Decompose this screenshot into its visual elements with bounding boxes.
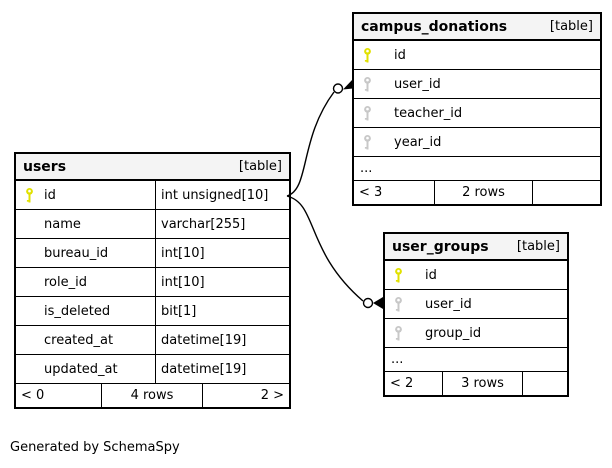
column-type: varchar[255] xyxy=(161,216,246,232)
column-name: id xyxy=(394,47,406,63)
footer-related-left: < 3 xyxy=(354,181,435,204)
column-name: created_at xyxy=(44,332,114,348)
column-name-cell: role_id xyxy=(16,268,156,296)
foreign-key-icon xyxy=(362,105,394,122)
column-row-is_deleted: is_deleted bit[1] xyxy=(16,297,289,326)
column-type: datetime[19] xyxy=(161,332,247,348)
table-title: user_groups xyxy=(392,238,489,255)
column-row-group_id: group_id xyxy=(385,319,567,348)
column-row-teacher_id: teacher_id xyxy=(354,99,600,128)
table-header: users [table] xyxy=(16,154,289,181)
footer-related-right: 2 > xyxy=(260,388,284,403)
column-name: id xyxy=(44,187,56,203)
column-name: updated_at xyxy=(44,361,118,377)
footer-row-count: 2 rows xyxy=(435,181,533,204)
table-type-tag: [table] xyxy=(516,239,560,254)
column-name: year_id xyxy=(394,134,442,150)
column-name-cell: is_deleted xyxy=(16,297,156,325)
column-row-year_id: year_id xyxy=(354,128,600,157)
foreign-key-icon xyxy=(362,76,394,93)
relationship-curve xyxy=(286,91,335,197)
zero-cardinality-circle xyxy=(332,83,344,94)
column-list: id user_id group_id xyxy=(385,261,567,348)
table-footer: < 0 4 rows 2 > xyxy=(16,384,289,407)
column-list: id user_id teacher_id year_id xyxy=(354,41,600,157)
column-name: user_id xyxy=(394,76,441,92)
relationship-users-campus_donations xyxy=(286,79,353,197)
table-footer: < 2 3 rows xyxy=(385,372,567,395)
column-name-cell: name xyxy=(16,210,156,238)
column-name: is_deleted xyxy=(44,303,111,319)
column-name: bureau_id xyxy=(44,245,109,261)
ellipsis-row: ... xyxy=(354,157,600,181)
column-name: user_id xyxy=(425,296,472,312)
column-type: int[10] xyxy=(161,274,205,290)
footer-row-count: 4 rows xyxy=(102,384,203,407)
column-row-user_id: user_id xyxy=(385,290,567,319)
table-users[interactable]: users [table] id int unsigned[10] name varc… xyxy=(14,152,291,409)
table-footer: < 3 2 rows xyxy=(354,181,600,204)
column-name-cell: id xyxy=(385,261,567,289)
column-row-bureau_id: bureau_id int[10] xyxy=(16,239,289,268)
column-row-updated_at: updated_at datetime[19] xyxy=(16,355,289,384)
column-list: id int unsigned[10] name varchar[255] bureau… xyxy=(16,181,289,384)
column-row-role_id: role_id int[10] xyxy=(16,268,289,297)
ellipsis-row: ... xyxy=(385,348,567,372)
table-header: campus_donations [table] xyxy=(354,14,600,41)
table-type-tag: [table] xyxy=(549,19,593,34)
primary-key-icon xyxy=(362,47,394,64)
foreign-key-icon xyxy=(393,325,425,342)
table-title: users xyxy=(23,158,67,175)
generated-by-label: Generated by SchemaSpy xyxy=(10,440,180,455)
column-row-user_id: user_id xyxy=(354,70,600,99)
table-title: campus_donations xyxy=(361,18,508,35)
column-name-cell: bureau_id xyxy=(16,239,156,267)
column-row-name: name varchar[255] xyxy=(16,210,289,239)
zero-cardinality-circle xyxy=(362,297,374,309)
relationship-curve xyxy=(286,195,364,302)
column-name-cell: updated_at xyxy=(16,355,156,383)
column-name-cell: group_id xyxy=(385,319,567,347)
footer-related-left: < 2 xyxy=(385,372,443,395)
column-name: id xyxy=(425,267,437,283)
column-type: int[10] xyxy=(161,245,205,261)
column-name: group_id xyxy=(425,325,482,341)
table-type-tag: [table] xyxy=(238,159,282,174)
column-name-cell: user_id xyxy=(354,70,600,98)
column-row-id: id xyxy=(385,261,567,290)
foreign-key-icon xyxy=(362,134,394,151)
column-type: datetime[19] xyxy=(161,361,247,377)
relationship-users-user_groups xyxy=(286,195,383,309)
table-user_groups[interactable]: user_groups [table] id user_id group_id ..… xyxy=(383,232,569,397)
column-row-created_at: created_at datetime[19] xyxy=(16,326,289,355)
primary-key-icon xyxy=(393,267,425,284)
footer-related-right xyxy=(523,372,567,395)
footer-row-count: 3 rows xyxy=(443,372,523,395)
arrowhead-icon xyxy=(373,297,383,309)
column-type: int unsigned[10] xyxy=(161,187,269,203)
column-name-cell: year_id xyxy=(354,128,600,156)
column-name: teacher_id xyxy=(394,105,463,121)
column-name-cell: id xyxy=(354,41,600,69)
footer-related-right xyxy=(533,181,600,204)
column-type: bit[1] xyxy=(161,303,197,319)
column-name-cell: user_id xyxy=(385,290,567,318)
footer-related-left: < 0 xyxy=(16,384,102,407)
column-name-cell: teacher_id xyxy=(354,99,600,127)
column-name-cell: created_at xyxy=(16,326,156,354)
table-header: user_groups [table] xyxy=(385,234,567,261)
column-name-cell: id xyxy=(16,181,156,209)
column-row-id: id xyxy=(354,41,600,70)
column-row-id: id int unsigned[10] xyxy=(16,181,289,210)
column-name: role_id xyxy=(44,274,87,290)
primary-key-icon xyxy=(24,187,44,204)
foreign-key-icon xyxy=(393,296,425,313)
column-name: name xyxy=(44,216,81,232)
